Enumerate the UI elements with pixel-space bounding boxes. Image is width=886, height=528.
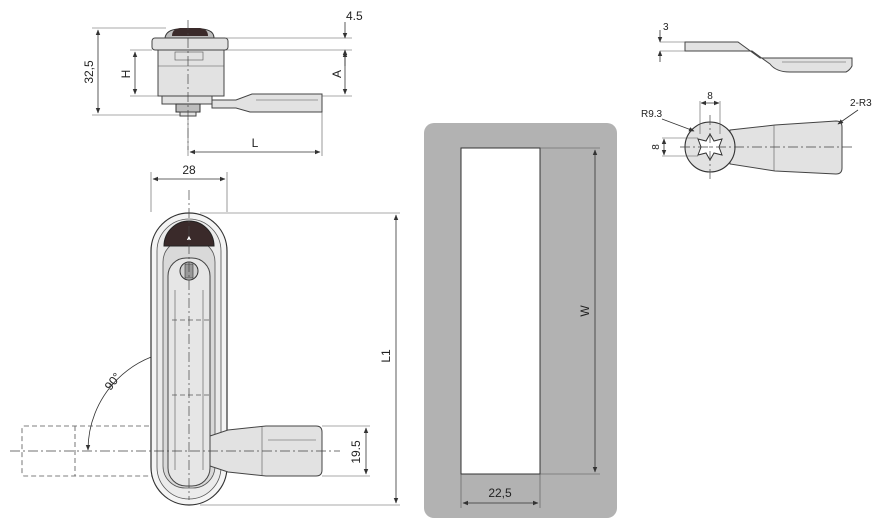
cam-arm	[211, 93, 323, 113]
cam-plan	[729, 120, 843, 175]
arrow-mark: ▲	[186, 235, 193, 242]
dim-h: H	[119, 70, 133, 79]
cam-detail: 3 8 8 R9.3 2-R3	[641, 22, 872, 180]
dim-angle: 90°	[102, 370, 124, 393]
dim-w: W	[578, 305, 592, 317]
dim-28: 28	[182, 163, 196, 177]
dim-l1: L1	[379, 349, 393, 363]
dim-22-5: 22,5	[488, 486, 512, 500]
side-view: 32,5 H 4.5 A L	[82, 9, 363, 156]
dim-32-5: 32,5	[82, 60, 96, 84]
dim-a: A	[330, 70, 344, 78]
lock-knob	[172, 28, 208, 36]
cam-profile	[684, 41, 853, 73]
lock-flange	[151, 37, 229, 51]
dim-2-r3: 2-R3	[850, 98, 872, 109]
dim-8-top: 8	[707, 91, 713, 102]
panel-cutout: W 22,5	[424, 123, 617, 518]
cutout-hole	[460, 147, 541, 475]
dim-3: 3	[663, 22, 669, 33]
dim-l: L	[252, 136, 259, 150]
lock-body	[157, 49, 225, 97]
front-view: 90° ▲ 28 L1	[10, 163, 400, 506]
dim-r9-3: R9.3	[641, 109, 663, 120]
dim-4-5: 4.5	[346, 9, 363, 23]
dim-8-left: 8	[651, 144, 662, 150]
dim-19-5: 19.5	[349, 440, 363, 464]
